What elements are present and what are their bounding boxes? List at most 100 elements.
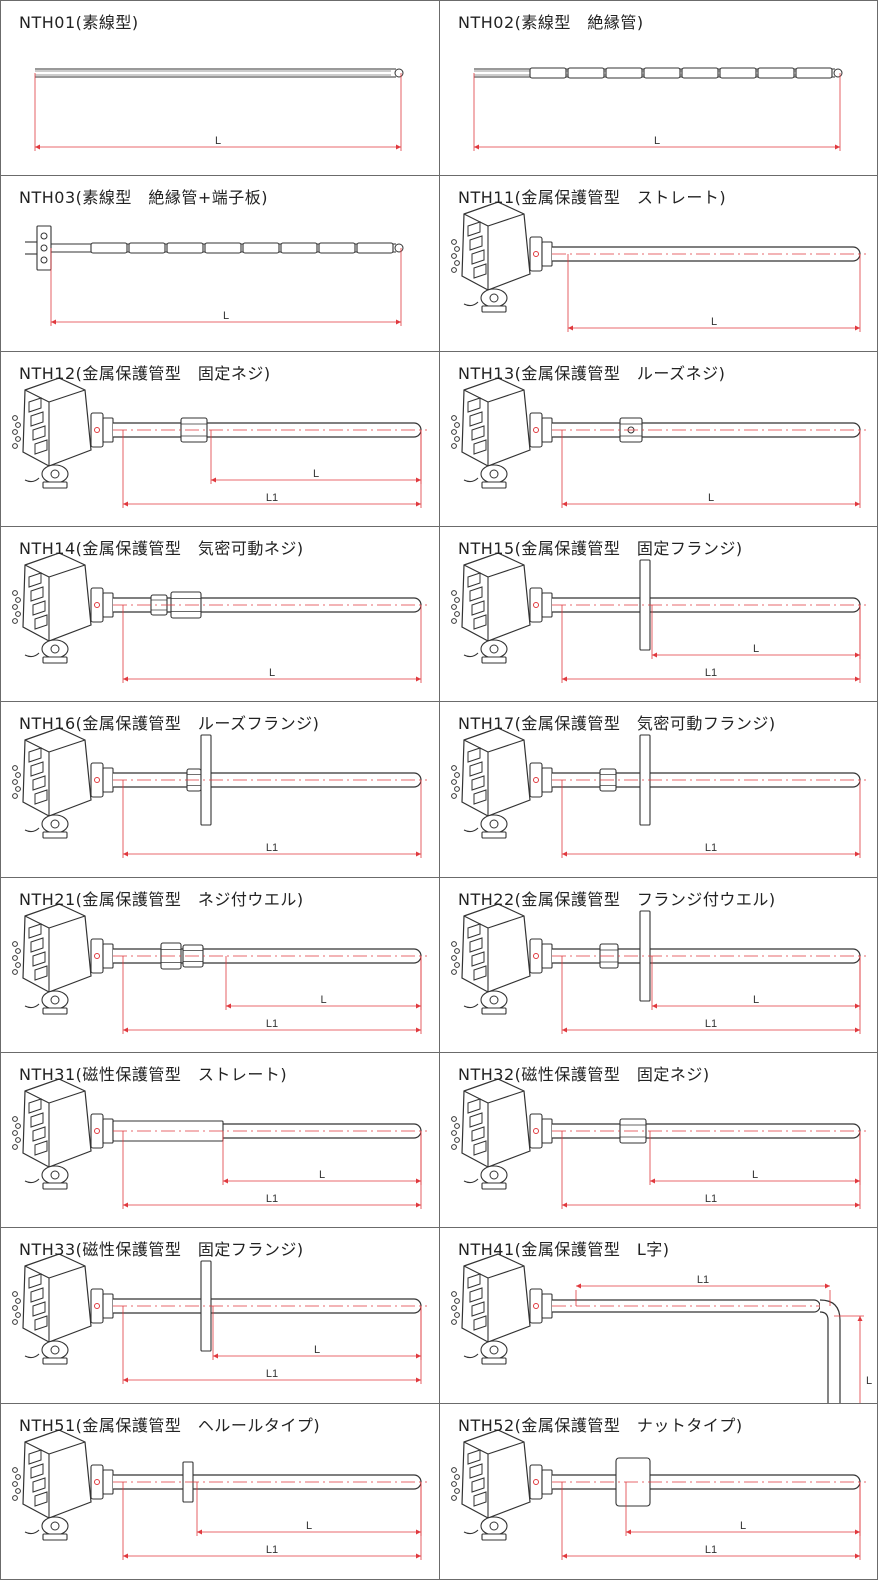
diagram-flangewell: LL1: [451, 903, 866, 1034]
type-title: NTH13(金属保護管型 ルーズネジ): [458, 363, 726, 383]
terminal-head: [451, 377, 553, 489]
type-title: NTH14(金属保護管型 気密可動ネジ): [19, 538, 304, 558]
terminal-head: [451, 1253, 553, 1365]
type-title: NTH15(金属保護管型 固定フランジ): [458, 538, 743, 558]
type-title: NTH16(金属保護管型 ルーズフランジ): [19, 714, 320, 734]
type-cell-nth17: L1 NTH17(金属保護管型 気密可動フランジ): [440, 702, 878, 878]
dimension-label: L: [215, 135, 221, 147]
type-cell-nth14: L NTH14(金属保護管型 気密可動ネジ): [1, 526, 440, 703]
diagram-nth01: L: [34, 68, 404, 151]
diagram-fixscrew: L L1: [12, 377, 427, 508]
dimension-label: L: [753, 994, 759, 1006]
dimension-label: L: [306, 1520, 312, 1532]
type-title: NTH17(金属保護管型 気密可動フランジ): [458, 714, 776, 734]
diagram-nth32: L L1: [451, 1078, 866, 1209]
diagram-ferrule: L L1: [12, 1429, 427, 1560]
diagram-ceramicflange: L L1: [12, 1253, 427, 1385]
terminal-head: [12, 1078, 114, 1190]
dimension-label: L: [753, 643, 759, 655]
terminal-head: [12, 903, 114, 1015]
type-title: NTH03(素線型 絶縁管+端子板): [19, 188, 269, 208]
type-cell-nth32: L L1 NTH32(磁性保護管型 固定ネジ): [440, 1053, 878, 1229]
type-title: NTH12(金属保護管型 固定ネジ): [19, 363, 271, 383]
diagram-ceramic: LL1: [12, 1078, 427, 1209]
dimension-label: L1: [705, 842, 717, 854]
diagram-airscrew: L: [12, 552, 427, 683]
type-cell-nth02: L NTH02(素線型 絶縁管): [440, 1, 878, 177]
dimension-label: L: [313, 468, 319, 480]
dimension-label: L1: [697, 1274, 709, 1286]
diagram-nth21: L L1: [12, 903, 427, 1034]
diagram-nut: L L1: [451, 1429, 866, 1560]
type-title: NTH52(金属保護管型 ナットタイプ): [458, 1415, 743, 1435]
diagram-nth33: L L1: [12, 1253, 427, 1385]
type-cell-nth51: L L1 NTH51(金属保護管型 ヘルールタイプ): [1, 1403, 440, 1579]
diagram-straight: L: [451, 201, 866, 333]
diagram-nth52: L L1: [451, 1429, 866, 1560]
type-cell-nth52: L L1 NTH52(金属保護管型 ナットタイプ): [440, 1404, 878, 1579]
dimension-label: L: [866, 1375, 872, 1387]
dimension-label: L1: [266, 1368, 278, 1380]
type-title: NTH01(素線型): [19, 13, 139, 32]
diagram-looseflange: L1: [12, 727, 427, 859]
type-title: NTH33(磁性保護管型 固定フランジ): [19, 1240, 304, 1260]
dimension-label: L: [269, 667, 275, 679]
dimension-label: L1: [705, 1193, 717, 1205]
diagram-nth31: LL1: [12, 1078, 427, 1209]
terminal-head: [12, 727, 114, 839]
terminal-head: [451, 903, 553, 1015]
dimension-label: L: [654, 135, 660, 147]
diagram-fixflange: L L1: [451, 552, 866, 683]
diagram-nth17: L1: [451, 727, 866, 859]
diagram-nth02: L: [473, 67, 843, 151]
diagram-bare: L: [34, 68, 404, 151]
diagram-nth03: L: [25, 225, 404, 327]
type-title: NTH22(金属保護管型 フランジ付ウエル): [458, 889, 776, 909]
dimension-label: L1: [266, 492, 278, 504]
terminal-head: [12, 552, 114, 664]
dimension-label: L: [708, 492, 714, 504]
dimension-label: L1: [266, 842, 278, 854]
type-title: NTH41(金属保護管型 L字): [458, 1240, 670, 1260]
dimension-label: L: [740, 1520, 746, 1532]
terminal-head: [451, 201, 553, 313]
diagram-screwwell: L L1: [12, 903, 427, 1034]
terminal-head: [12, 1253, 114, 1365]
type-cell-nth33: L L1 NTH33(磁性保護管型 固定フランジ): [1, 1228, 440, 1404]
diagram-nth16: L1: [12, 727, 427, 859]
type-title: NTH31(磁性保護管型 ストレート): [19, 1064, 288, 1084]
type-cell-nth11: L NTH11(金属保護管型 ストレート): [440, 176, 878, 352]
diagram-loosescrew: L: [451, 377, 866, 508]
diagram-airflange: L1: [451, 727, 866, 859]
dimension-label: L1: [705, 667, 717, 679]
dimension-label: L1: [266, 1018, 278, 1030]
dimension-label: L1: [705, 1544, 717, 1556]
diagram-nth41: L1L: [451, 1253, 872, 1403]
terminal-head: [451, 552, 553, 664]
dimension-label: L: [314, 1344, 320, 1356]
type-cell-nth01: L NTH01(素線型): [1, 1, 440, 177]
terminal-head: [451, 1078, 553, 1190]
dimension-label: L: [320, 994, 326, 1006]
dimension-label: L: [711, 316, 717, 328]
diagram-lshape: L1L: [451, 1253, 872, 1403]
diagram-nth14: L: [12, 552, 427, 683]
type-title: NTH32(磁性保護管型 固定ネジ): [458, 1064, 710, 1084]
dimension-label: L: [752, 1169, 758, 1181]
dimension-label: L1: [266, 1544, 278, 1556]
diagram-nth13: L: [451, 377, 866, 508]
type-cell-nth03: L NTH03(素線型 絶縁管+端子板): [1, 176, 440, 352]
type-title: NTH02(素線型 絶縁管): [458, 13, 644, 32]
terminal-head: [12, 1429, 114, 1541]
diagram-nth11: L: [451, 201, 866, 333]
type-cell-nth12: L L1 NTH12(金属保護管型 固定ネジ): [1, 351, 440, 527]
type-cell-nth16: L1 NTH16(金属保護管型 ルーズフランジ): [1, 702, 440, 878]
dimension-label: L: [223, 310, 229, 322]
terminal-head: [451, 727, 553, 839]
type-title: NTH11(金属保護管型 ストレート): [458, 188, 727, 208]
dimension-label: L: [319, 1169, 325, 1181]
type-title: NTH51(金属保護管型 ヘルールタイプ): [19, 1415, 321, 1435]
